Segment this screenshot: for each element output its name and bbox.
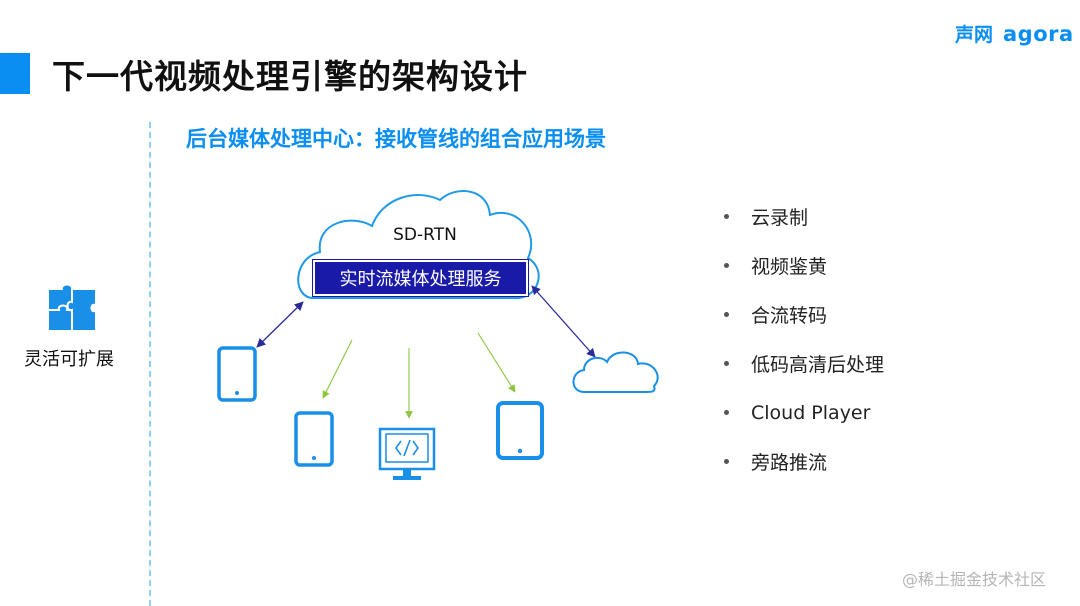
bullet-dot <box>724 459 729 464</box>
section-subtitle: 后台媒体处理中心：接收管线的组合应用场景 <box>186 127 606 151</box>
brand-logo-en: agora <box>1003 21 1074 46</box>
bullet-dot <box>724 361 729 366</box>
feature-list: 云录制 视频鉴黄 合流转码 低码高清后处理 Cloud Player 旁路推流 <box>724 192 884 486</box>
arrow-right-cloud <box>531 285 596 358</box>
puzzle-icon <box>49 285 95 330</box>
arrow-down-tablet <box>322 339 353 399</box>
arrow-left-tablet <box>256 301 304 348</box>
service-box: 实时流媒体处理服务 <box>313 260 528 296</box>
bullet-dot <box>724 410 729 415</box>
cloud-title: SD-RTN <box>393 225 457 245</box>
feature-label: 合流转码 <box>751 305 828 327</box>
list-item: 合流转码 <box>724 290 884 339</box>
list-item: 视频鉴黄 <box>724 241 884 290</box>
side-label: 灵活可扩展 <box>24 349 114 370</box>
list-item: 低码高清后处理 <box>724 339 884 388</box>
list-item: 云录制 <box>724 192 884 241</box>
tablet-icon <box>217 346 257 402</box>
feature-label: Cloud Player <box>751 401 871 424</box>
tablet-icon <box>496 401 544 460</box>
bullet-dot <box>724 214 729 219</box>
vertical-divider <box>149 122 151 606</box>
cloud-icon <box>572 351 659 393</box>
bullet-dot <box>724 312 729 317</box>
list-item: Cloud Player <box>724 388 884 437</box>
list-item: 旁路推流 <box>724 437 884 486</box>
feature-label: 低码高清后处理 <box>751 354 885 376</box>
page-title: 下一代视频处理引擎的架构设计 <box>52 57 528 96</box>
monitor-code-icon <box>378 427 436 480</box>
brand-logo: 声网 agora <box>955 20 1074 47</box>
feature-label: 旁路推流 <box>751 452 828 474</box>
watermark: @稀土掘金技术社区 <box>902 570 1047 589</box>
feature-label: 视频鉴黄 <box>751 256 828 278</box>
bullet-dot <box>724 263 729 268</box>
brand-logo-cn: 声网 <box>955 24 994 46</box>
arrow-down-right-tablet <box>477 332 516 393</box>
feature-label: 云录制 <box>751 207 809 229</box>
tablet-icon <box>294 411 334 467</box>
title-accent-bar <box>0 53 30 94</box>
